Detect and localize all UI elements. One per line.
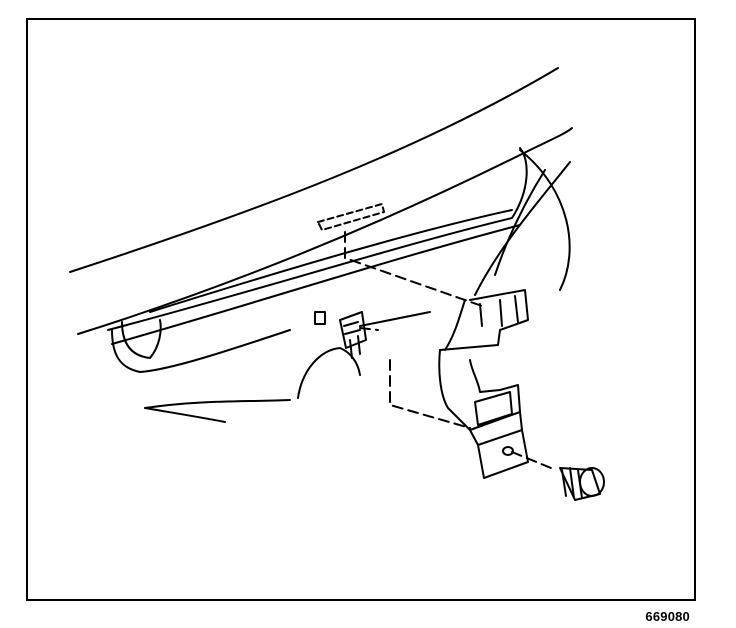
retainer-slot-icon <box>317 203 385 231</box>
bracket-icon <box>438 289 529 479</box>
headlamp-recess-icon <box>111 149 571 373</box>
leader-lines <box>344 231 483 429</box>
wheel-arch-icon <box>297 347 361 399</box>
bolt-icon <box>511 451 605 501</box>
figure-number: 669080 <box>645 609 690 624</box>
retainer-clip-icon <box>314 311 367 359</box>
fascia-icon <box>69 67 573 423</box>
figure-frame <box>26 18 696 601</box>
